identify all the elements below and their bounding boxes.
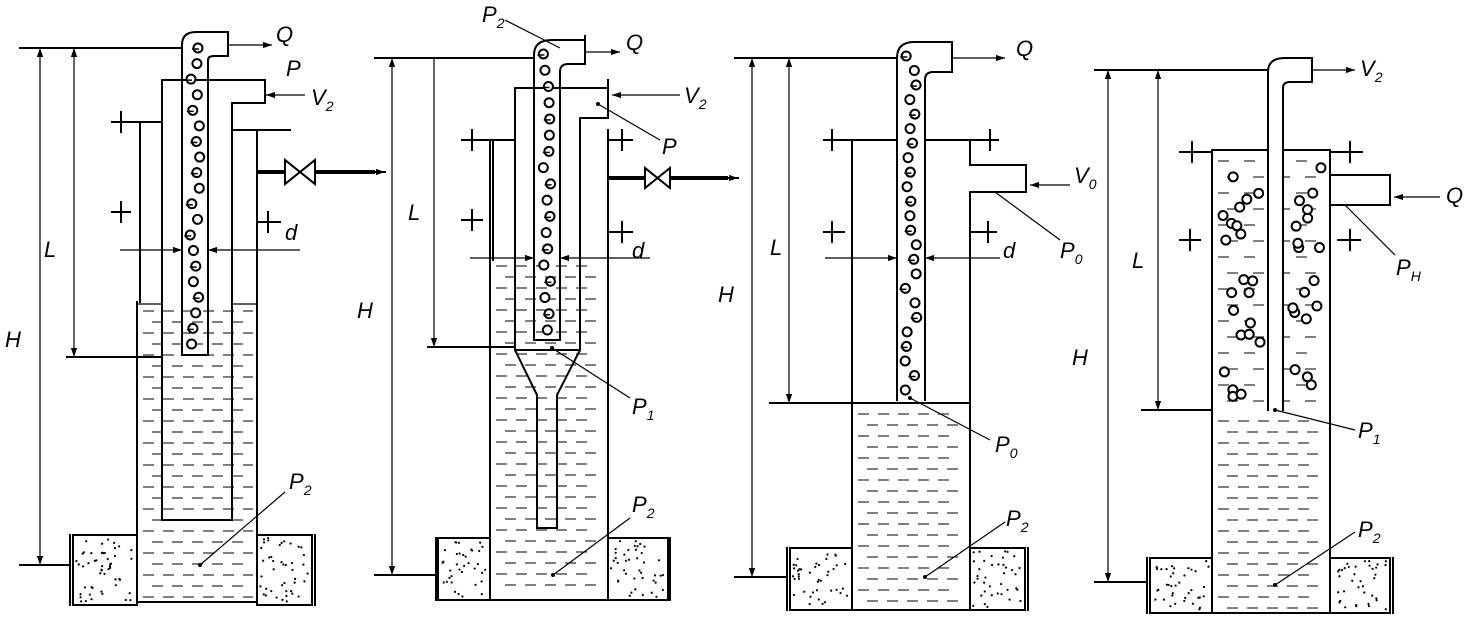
label-P1: P1	[632, 394, 654, 423]
label-L: L	[44, 237, 56, 262]
label-V0: V0	[1074, 163, 1097, 192]
water	[143, 310, 253, 598]
label-P1: P1	[1358, 418, 1380, 447]
label-P0-side: P0	[1060, 238, 1083, 267]
foam-bubbles	[1217, 171, 1266, 402]
label-P: P	[286, 56, 301, 81]
diagram-d: V2 Q PH L H P1 P2	[1072, 56, 1463, 614]
label-V2: V2	[1360, 56, 1383, 85]
foam-bubbles	[1287, 162, 1327, 391]
soil-dots	[791, 550, 1022, 609]
label-P: P	[662, 134, 677, 159]
riser-bubbles	[899, 50, 923, 396]
water	[1218, 420, 1318, 609]
soil-block	[969, 547, 1026, 611]
label-H: H	[5, 327, 21, 352]
soil-block	[256, 534, 313, 606]
label-P0: P0	[995, 432, 1018, 461]
soil-block	[1329, 557, 1391, 614]
label-d: d	[285, 220, 298, 245]
label-H: H	[357, 298, 373, 323]
soil-block	[72, 534, 138, 606]
label-P2-top: P2	[482, 2, 505, 31]
soil-dots	[441, 540, 665, 598]
label-L: L	[1132, 248, 1144, 273]
label-PH: PH	[1396, 255, 1422, 284]
label-V2: V2	[311, 85, 334, 114]
riser-bubbles	[184, 42, 206, 350]
soil-dots	[1154, 559, 1387, 611]
riser-bubbles	[537, 48, 557, 336]
label-V2: V2	[684, 83, 707, 112]
soil-dots	[75, 536, 309, 603]
diagram-a: Q P V2 d L H P2	[5, 22, 386, 606]
soil-block	[789, 547, 853, 611]
label-P2: P2	[1006, 506, 1029, 535]
label-Q: Q	[626, 30, 643, 55]
label-H: H	[1072, 345, 1088, 370]
diagram-c: Q V0 d P0 L H P0 P2	[718, 36, 1097, 611]
label-d: d	[1003, 238, 1016, 263]
label-P2: P2	[289, 469, 312, 498]
label-L: L	[408, 200, 420, 225]
label-H: H	[718, 282, 734, 307]
label-Q: Q	[276, 22, 293, 47]
label-Q: Q	[1446, 183, 1463, 208]
soil-block	[1149, 557, 1213, 614]
soil-block	[607, 537, 669, 601]
label-P2: P2	[1358, 517, 1381, 546]
label-d: d	[632, 238, 645, 263]
label-P2: P2	[632, 492, 655, 521]
label-L: L	[770, 235, 782, 260]
diagram-b: P2 Q V2 P L d H P1 P2	[357, 2, 739, 601]
label-Q: Q	[1016, 36, 1033, 61]
water	[858, 413, 958, 602]
